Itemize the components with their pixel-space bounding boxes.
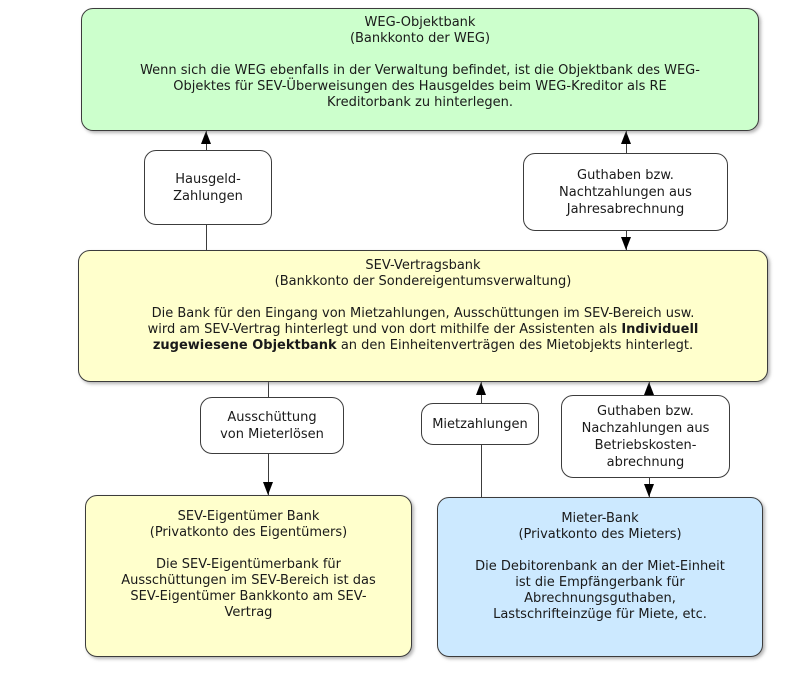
node-sev-vertragsbank: SEV-Vertragsbank (Bankkonto der Sonderei… bbox=[78, 250, 768, 382]
node-sev-vertragsbank-body-line2: wird am SEV-Vertrag hinterlegt und von d… bbox=[147, 322, 699, 337]
node-weg-objektbank: WEG-Objektbank (Bankkonto der WEG) Wenn … bbox=[81, 8, 759, 131]
node-mieter-bank: Mieter-Bank (Privatkonto des Mieters) Di… bbox=[437, 497, 763, 657]
arrowhead-up-mietzahlungen bbox=[476, 382, 486, 395]
node-sev-eigentuemer-bank: SEV-Eigentümer Bank (Privatkonto des Eig… bbox=[85, 495, 412, 657]
node-sev-vertragsbank-subtitle: (Bankkonto der Sondereigentumsverwaltung… bbox=[274, 274, 572, 289]
node-sev-vertragsbank-body-line1: Die Bank für den Eingang von Mietzahlung… bbox=[151, 306, 695, 321]
node-weg-objektbank-title: WEG-Objektbank bbox=[364, 15, 476, 30]
node-mieter-bank-subtitle: (Privatkonto des Mieters) bbox=[518, 527, 682, 542]
node-weg-objektbank-body: Wenn sich die WEG ebenfalls in der Verwa… bbox=[140, 63, 700, 110]
node-sev-vertragsbank-title: SEV-Vertragsbank bbox=[365, 258, 481, 273]
node-mieter-bank-title: Mieter-Bank bbox=[561, 511, 639, 526]
arrowhead-up-hausgeld bbox=[201, 131, 211, 144]
node-sev-eigentuemer-bank-subtitle: (Privatkonto des Eigentümers) bbox=[149, 525, 348, 540]
arrowhead-up-jahresabrechnung bbox=[621, 131, 631, 144]
arrowhead-down-ausschuettung bbox=[263, 482, 273, 495]
edge-label-hausgeld-zahlungen: Hausgeld-Zahlungen bbox=[144, 150, 272, 225]
arrowhead-down-jahresabrechnung bbox=[621, 237, 631, 250]
node-weg-objektbank-subtitle: (Bankkonto der WEG) bbox=[349, 31, 491, 46]
arrowhead-up-betriebskosten bbox=[644, 382, 654, 395]
node-sev-vertragsbank-body: Die Bank für den Eingang von Mietzahlung… bbox=[89, 306, 757, 354]
arrowhead-down-betriebskosten bbox=[644, 484, 654, 497]
node-sev-eigentuemer-bank-title: SEV-Eigentümer Bank bbox=[177, 509, 320, 524]
edge-label-mietzahlungen: Mietzahlungen bbox=[421, 403, 539, 445]
node-sev-vertragsbank-body-line3: zugewiesene Objektbank an den Einheitenv… bbox=[152, 338, 694, 353]
